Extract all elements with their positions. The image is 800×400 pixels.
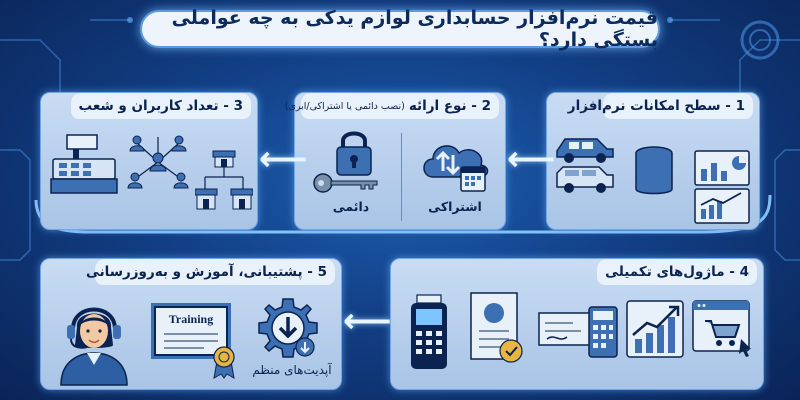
bar-chart-icon: [694, 150, 750, 224]
people-network-icon: [127, 135, 189, 189]
support-agent-icon: [60, 307, 128, 386]
divider: [401, 133, 402, 221]
panel-header: 1 - سطح امکانات نرم‌افزار: [568, 93, 753, 119]
shopping-cart-icon: [692, 300, 751, 357]
updates-caption: آپدیت‌های منظم: [252, 363, 332, 377]
panel-header: 3 - تعداد کاربران و شعب: [71, 93, 251, 119]
subscription-caption: اشتراکی: [428, 199, 482, 214]
panel-label: 1 - سطح امکانات نرم‌افزار: [567, 98, 745, 114]
panel-header: 2 - نوع ارائه (نصب دائمی یا اشتراکی/ابری…: [285, 93, 499, 119]
panel-label: 4 - ماژول‌های تکمیلی: [605, 264, 749, 280]
page-title: قیمت نرم‌افزار حسابداری لوازم یدکی به چه…: [171, 7, 658, 51]
certificate-lines: [164, 333, 218, 335]
title-banner: قیمت نرم‌افزار حسابداری لوازم یدکی به چه…: [140, 7, 660, 51]
panel-label: 3 - تعداد کاربران و شعب: [78, 98, 243, 114]
panel-sublabel: (نصب دائمی یا اشتراکی/ابری): [284, 100, 405, 112]
cars-icon: [556, 138, 614, 193]
certificate-icon: [470, 292, 523, 363]
certificate-lines: [164, 347, 204, 349]
flow-arrow-2-to-3: ⟵: [259, 139, 308, 179]
database-icon: [635, 146, 673, 195]
flow-arrow-4-to-5: ⟵: [343, 301, 392, 341]
cheque-calculator-icon: [538, 306, 618, 358]
panel-label: 5 - پشتیبانی، آموزش و به‌روزرسانی: [85, 264, 327, 280]
panel-support-training: 5 - پشتیبانی، آموزش و به‌روزرسانی Traini…: [40, 258, 342, 390]
cloud-calendar-icon: [423, 145, 489, 192]
store-branches-icon: [195, 150, 253, 210]
panel-feature-level: 1 - سطح امکانات نرم‌افزار: [546, 92, 760, 230]
pos-terminal-icon: [411, 294, 447, 369]
growth-chart-icon: [626, 300, 684, 358]
cash-register-icon: [50, 134, 118, 194]
training-label: Training: [168, 312, 214, 326]
training-certificate-icon: [213, 346, 235, 379]
panel-delivery-type: 2 - نوع ارائه (نصب دائمی یا اشتراکی/ابری…: [285, 92, 506, 230]
flow-arrow-1-to-2: ⟵: [507, 139, 556, 179]
panel-label: 2 - نوع ارائه: [408, 98, 491, 114]
panel-users-branches: 3 - تعداد کاربران و شعب: [40, 92, 258, 230]
permanent-caption: دائمی: [332, 199, 370, 214]
lock-key-icon: [313, 131, 378, 193]
panel-header: 4 - ماژول‌های تکمیلی: [597, 259, 757, 285]
panel-header: 5 - پشتیبانی، آموزش و به‌روزرسانی: [86, 259, 335, 285]
panel-extra-modules: 4 - ماژول‌های تکمیلی: [390, 258, 764, 390]
certificate-lines: [164, 340, 218, 342]
update-gear-icon: [258, 298, 318, 358]
